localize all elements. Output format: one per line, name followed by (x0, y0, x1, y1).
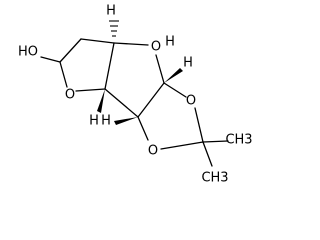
bond-cq-methyl-upper (202, 140, 229, 143)
ring-oxygen-left-label: O (65, 88, 75, 103)
bond-cq-o-bottom (160, 141, 204, 150)
hash-c4-h (109, 20, 119, 37)
wedge-c5-h (97, 89, 105, 113)
h-anomeric-label: H (183, 56, 193, 71)
bond-c2-c3 (59, 38, 82, 63)
bond-c6-o-right (163, 82, 187, 98)
bond-c4-o-top (113, 42, 149, 46)
h-top-right-label: H (165, 35, 175, 50)
dioxolane-oxygen-bottom-label: O (148, 144, 158, 159)
bond-cq-methyl-lower (202, 141, 213, 167)
methyl-upper-label: CH3 (225, 133, 252, 148)
hydroxyl-label: HO (18, 45, 38, 60)
dioxolane-oxygen-right-label: O (186, 94, 196, 109)
bond-o-right-cq (194, 107, 204, 143)
bonds (40, 20, 229, 167)
h-lower-left-label: H (89, 114, 99, 129)
bond-c5-o-left (75, 88, 106, 92)
bond-c6-c7 (137, 82, 165, 118)
atom-labels: HO O O O O H H H H H CH3 CH3 (18, 4, 253, 186)
bond-o-left-c2 (59, 61, 68, 88)
structural-formula: HO O O O O H H H H H CH3 CH3 (18, 4, 253, 186)
h-lower-center-label: H (101, 114, 111, 129)
wedge-c6-h (164, 68, 183, 83)
bond-o-top-c6 (155, 54, 165, 84)
wedge-c7-h (114, 117, 138, 125)
bond-o-bottom-c7 (137, 116, 149, 141)
bond-c7-c5 (104, 88, 139, 118)
bond-oh-c2 (40, 56, 61, 63)
h-top-junction-label: H (106, 4, 116, 19)
methyl-lower-label: CH3 (201, 171, 228, 186)
bond-c3-c4 (80, 38, 115, 44)
ring-oxygen-top-label: O (151, 40, 161, 55)
bond-c4-c5 (104, 42, 115, 90)
